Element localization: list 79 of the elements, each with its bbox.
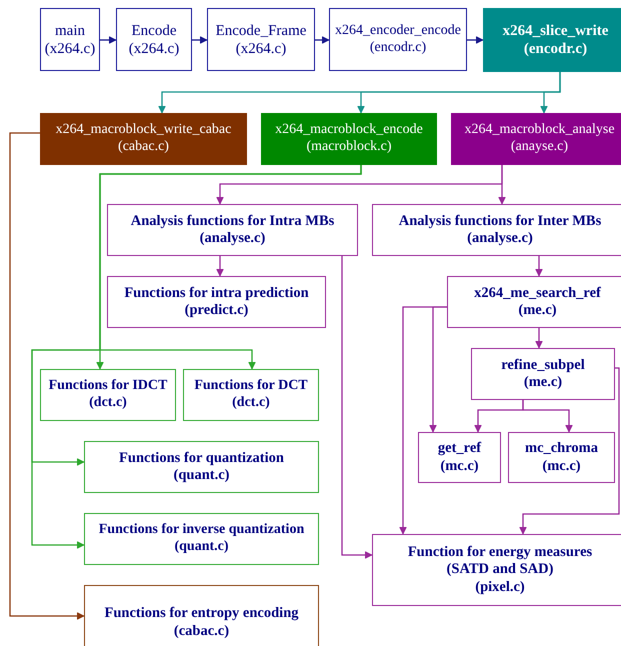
function-box xyxy=(508,432,615,483)
source-file-label: (quant.c) xyxy=(174,467,230,484)
function-box xyxy=(40,113,247,165)
arrow xyxy=(467,36,484,44)
function-box xyxy=(447,276,621,328)
source-file-label: (analyse.c) xyxy=(200,230,266,248)
function-name: Functions for intra prediction xyxy=(124,284,309,302)
function-name: Encode xyxy=(132,22,176,40)
function-box xyxy=(107,276,326,328)
source-file-label: (mc.c) xyxy=(542,458,581,475)
function-name: get_ref xyxy=(438,440,482,458)
function-box xyxy=(84,585,319,646)
function-name: mc_chroma xyxy=(524,440,598,458)
source-file-label: (cabac.c) xyxy=(174,622,230,640)
source-file-label: (me.c) xyxy=(524,374,562,392)
function-box xyxy=(418,432,501,483)
source-file-label: (predict.c) xyxy=(184,302,248,320)
function-box xyxy=(40,369,176,421)
arrow xyxy=(192,36,208,44)
function-name: x264_macroblock_analyse xyxy=(464,122,615,139)
arrow xyxy=(540,72,561,114)
source-file-label: (x264.c) xyxy=(236,40,286,58)
function-box xyxy=(107,204,358,256)
source-file-label: (x264.c) xyxy=(128,40,180,58)
function-name: Analysis functions for Inter MBs xyxy=(398,212,602,230)
source-file-label: (analyse.c) xyxy=(467,230,533,248)
source-file-label: (anayse.c) xyxy=(510,139,568,156)
arrow xyxy=(399,306,447,534)
function-name: refine_subpel xyxy=(501,356,585,374)
arrow xyxy=(100,36,116,44)
source-file-label: (me.c) xyxy=(518,302,557,320)
function-box xyxy=(329,8,467,71)
function-box xyxy=(84,441,319,493)
arrow xyxy=(216,256,224,276)
function-name: Function for energy measures xyxy=(408,544,592,562)
function-note: (SATD and SAD) xyxy=(446,561,554,579)
function-name: Functions for IDCT xyxy=(48,378,168,395)
function-box xyxy=(116,8,192,71)
arrow xyxy=(522,400,573,432)
function-name: Functions for DCT xyxy=(194,378,308,395)
function-name: x264_encoder_encode xyxy=(335,22,461,40)
function-box xyxy=(84,513,319,565)
arrow xyxy=(341,256,372,559)
function-name: Functions for inverse quantization xyxy=(98,522,304,539)
source-file-label: (encodr.c) xyxy=(370,40,426,56)
function-name: x264_me_search_ref xyxy=(474,284,601,302)
function-box xyxy=(451,113,621,165)
function-name: Functions for entropy encoding xyxy=(104,605,299,622)
source-file-label: (cabac.c) xyxy=(118,139,169,156)
function-box xyxy=(372,204,621,256)
source-file-label: (dct.c) xyxy=(232,395,270,412)
arrow xyxy=(31,165,362,549)
function-box xyxy=(207,8,315,71)
source-file-label: (macroblock.c) xyxy=(306,139,392,156)
source-file-label: (pixel.c) xyxy=(475,578,525,596)
function-name: x264_slice_write xyxy=(502,22,608,40)
function-box xyxy=(183,369,319,421)
function-name: x264_macroblock_encode xyxy=(275,122,423,139)
function-box xyxy=(483,8,621,72)
arrow xyxy=(535,256,543,276)
source-file-label: (dct.c) xyxy=(89,395,127,412)
function-name: main xyxy=(55,22,85,40)
function-box xyxy=(372,534,621,606)
function-name: Functions for quantization xyxy=(119,450,284,467)
function-name: Analysis functions for Intra MBs xyxy=(130,212,334,230)
arrow xyxy=(315,36,330,44)
source-file-label: (x264.c) xyxy=(44,40,96,58)
arrow xyxy=(9,132,84,620)
function-name: Encode_Frame xyxy=(216,22,306,40)
source-file-label: (mc.c) xyxy=(440,458,479,475)
function-box xyxy=(40,8,100,71)
function-name: x264_macroblock_write_cabac xyxy=(56,122,232,139)
source-file-label: (quant.c) xyxy=(174,539,229,556)
arrow xyxy=(498,165,506,204)
arrow xyxy=(535,328,543,348)
function-box xyxy=(261,113,437,165)
function-box xyxy=(471,348,615,400)
arrow xyxy=(519,367,620,534)
source-file-label: (encodr.c) xyxy=(524,40,588,58)
